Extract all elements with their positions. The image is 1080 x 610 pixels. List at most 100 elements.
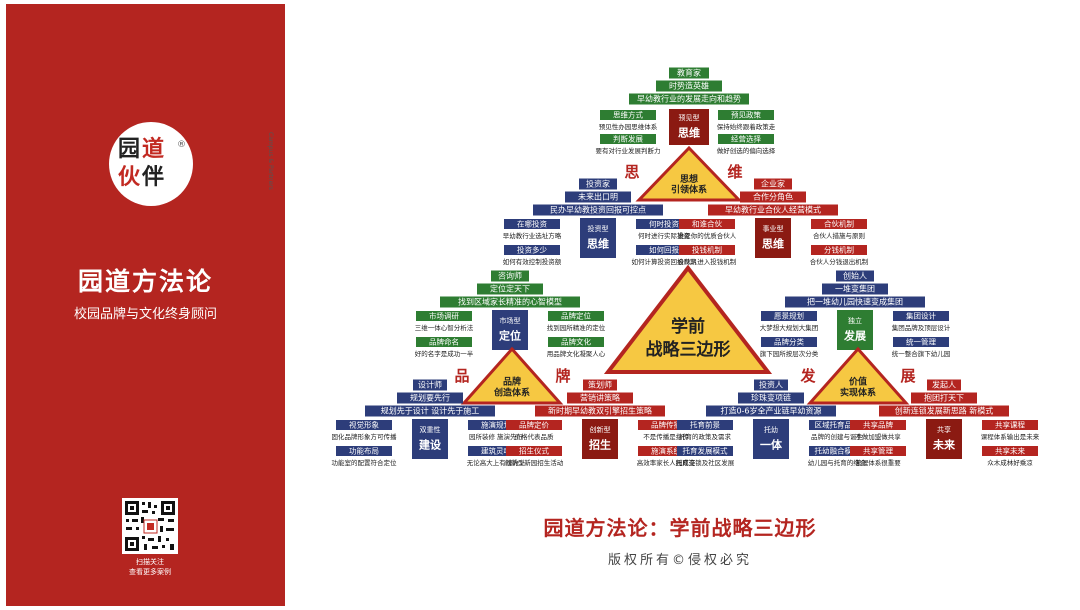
share-b2-item-desc: 众木成林好乘凉 <box>987 458 1033 467</box>
share-b2-item-head-text: 共享未来 <box>995 446 1025 456</box>
childcare-ribbon-2-bar <box>706 405 836 417</box>
top-ribbon-2-text: 早幼教行业的发展走向和趋势 <box>637 94 741 104</box>
invest-b2-item-desc: 如何计算投资回报周期 <box>632 257 698 266</box>
brand-ribbon-1-text: 定位定天下 <box>490 284 530 294</box>
marketing-ribbon-2-text: 新时期早幼教双引擎招生策略 <box>548 406 652 416</box>
invest-a1-item-head-bar <box>504 219 560 229</box>
marketing-ribbon-2-bar <box>535 405 665 417</box>
brand-ribbon-2-bar <box>440 296 580 308</box>
brand-ribbon-2-text: 找到区域家长精准的心智模型 <box>458 297 562 307</box>
design-a1-item-head-bar <box>336 420 392 430</box>
design-ribbon-1-bar <box>397 392 463 404</box>
share-a1-item-desc: 不做加盟做共享 <box>855 432 901 441</box>
design-a2-item-desc: 功能室的配置符合定位 <box>332 458 398 467</box>
brand-ribbon-1-bar <box>477 283 543 295</box>
marketing-ribbon-0-bar <box>583 379 617 391</box>
share-ribbon-2-text: 创新连锁发展新思路 新模式 <box>895 406 994 416</box>
top-b2-item-head-bar <box>718 134 774 144</box>
value-side-left: 发 <box>799 367 816 385</box>
marketing-b1-item-head-text: 品牌传播 <box>651 420 681 430</box>
brand-b2-item-head-bar <box>548 337 604 347</box>
brand-a2-item-head-text: 品牌命名 <box>429 337 459 347</box>
top-b2-item-desc: 做好创选的偏向选择 <box>717 146 776 155</box>
enterprise-b2-item-head-text: 分钱机制 <box>824 245 854 255</box>
invest-ribbon-2-text: 民办早幼教投资回报可控点 <box>550 205 646 215</box>
enterprise-b2-item-desc: 合伙人分钱退出机制 <box>810 257 869 266</box>
enterprise-ribbon-1-bar <box>740 191 806 203</box>
enterprise-a2-item-head-bar <box>679 245 735 255</box>
value-system-label-2: 实现体系 <box>840 386 876 398</box>
top-box-label-small: 预见型 <box>679 113 700 122</box>
top-ribbon-2-bar <box>629 93 749 105</box>
value-side-right: 展 <box>900 367 915 385</box>
childcare-a2-item-desc: 托育连锁及社区发展 <box>676 458 735 467</box>
childcare-ribbon-2-text: 打造0-6岁全产业链早幼资源 <box>720 406 821 416</box>
childcare-b2-item-head-bar <box>809 446 865 456</box>
brand-b1-item-head-text: 品牌定位 <box>561 311 591 321</box>
invest-b2-item-head-bar <box>636 245 692 255</box>
value-b2-item-head-text: 统一管理 <box>906 337 936 347</box>
value-b1-item-head-text: 集团设计 <box>906 311 936 321</box>
invest-a1-item-head-text: 在哪投资 <box>517 219 547 229</box>
brand-box-label-big: 定位 <box>499 329 521 343</box>
top-system-label-1: 思想 <box>680 173 698 185</box>
share-center-box <box>926 419 962 459</box>
qr-code-image <box>122 498 178 554</box>
share-b2-item-head-bar <box>982 446 1038 456</box>
enterprise-a1-item-head-bar <box>679 219 735 229</box>
enterprise-ribbon-0-text: 企业家 <box>761 179 785 189</box>
top-b2-item-head-text: 经营选择 <box>731 134 761 144</box>
invest-a2-item-head-bar <box>504 245 560 255</box>
top-a1-item-head-bar <box>600 110 656 120</box>
share-a2-item-head-text: 共享管理 <box>863 446 893 456</box>
share-b1-item-head-bar <box>982 420 1038 430</box>
childcare-b1-item-head-text: 区域托育品牌 <box>815 420 860 430</box>
value-center-box <box>837 310 873 350</box>
design-box-label-big: 建设 <box>419 438 442 452</box>
brand-system-label-1: 品牌 <box>503 375 521 387</box>
share-a2-item-desc: 管理体系很重要 <box>855 458 901 467</box>
top-b1-item-head-text: 预见政策 <box>731 110 761 120</box>
design-b2-item-desc: 无论高大上有魂为上 <box>467 458 526 467</box>
share-b1-item-head-text: 共享课程 <box>995 420 1025 430</box>
enterprise-a2-item-head-text: 投钱机制 <box>692 245 722 255</box>
design-ribbon-0-text: 设计师 <box>418 380 442 390</box>
value-a2-item-head-bar <box>761 337 817 347</box>
logo: 园 道 伙 伴 ® Campus & Partners <box>109 122 274 206</box>
top-ribbon-1-bar <box>656 80 722 92</box>
childcare-b1-item-desc: 品牌的创建与诞生 <box>811 432 864 441</box>
value-ribbon-0-bar <box>836 270 874 282</box>
design-b1-item-head-text: 施演规划 <box>481 420 511 430</box>
logo-char: 道 <box>142 136 165 162</box>
share-b1-item-desc: 课程体系输出是未来 <box>981 432 1040 441</box>
marketing-b2-item-desc: 高效率家长人园成交 <box>637 458 696 467</box>
center-label-1: 学前 <box>671 316 705 337</box>
marketing-ribbon-1-bar <box>567 392 633 404</box>
invest-b1-item-head-text: 何时投资 <box>649 219 679 229</box>
qr-caption-scan: 扫描关注 <box>136 558 164 566</box>
value-b1-item-head-bar <box>893 311 949 321</box>
design-ribbon-2-bar <box>365 405 495 417</box>
childcare-a1-item-head-bar <box>677 420 733 430</box>
footer-title: 园道方法论：学前战略三边形 <box>543 516 817 540</box>
value-ribbon-2-text: 把一堆幼儿园快速变成集团 <box>807 297 903 307</box>
invest-ribbon-2-bar <box>533 204 663 216</box>
childcare-a1-item-head-text: 托育前景 <box>690 420 720 430</box>
brand-a2-item-desc: 好的名字是成功一半 <box>415 349 474 358</box>
brand-side-right: 牌 <box>555 367 570 385</box>
center-label-2: 战略三边形 <box>646 339 731 360</box>
enterprise-center-box <box>755 218 791 258</box>
childcare-ribbon-0-text: 投资人 <box>759 380 783 390</box>
marketing-a2-item-head-text: 招生仪式 <box>519 446 549 456</box>
top-ribbon-0-text: 教育家 <box>677 68 701 78</box>
invest-center-box <box>580 218 616 258</box>
marketing-a1-item-head-bar <box>506 420 562 430</box>
childcare-box-label-big: 一体 <box>760 438 783 452</box>
share-ribbon-1-bar <box>911 392 977 404</box>
brand-ribbon-0-text: 咨询师 <box>498 271 522 281</box>
invest-box-label-big: 思维 <box>587 237 609 251</box>
childcare-ribbon-1-bar <box>738 392 804 404</box>
panel-title: 园道方法论 <box>77 267 213 296</box>
enterprise-a1-item-desc: 谁是你的优质合伙人 <box>678 231 737 240</box>
enterprise-box-label-small: 事业型 <box>763 224 784 233</box>
